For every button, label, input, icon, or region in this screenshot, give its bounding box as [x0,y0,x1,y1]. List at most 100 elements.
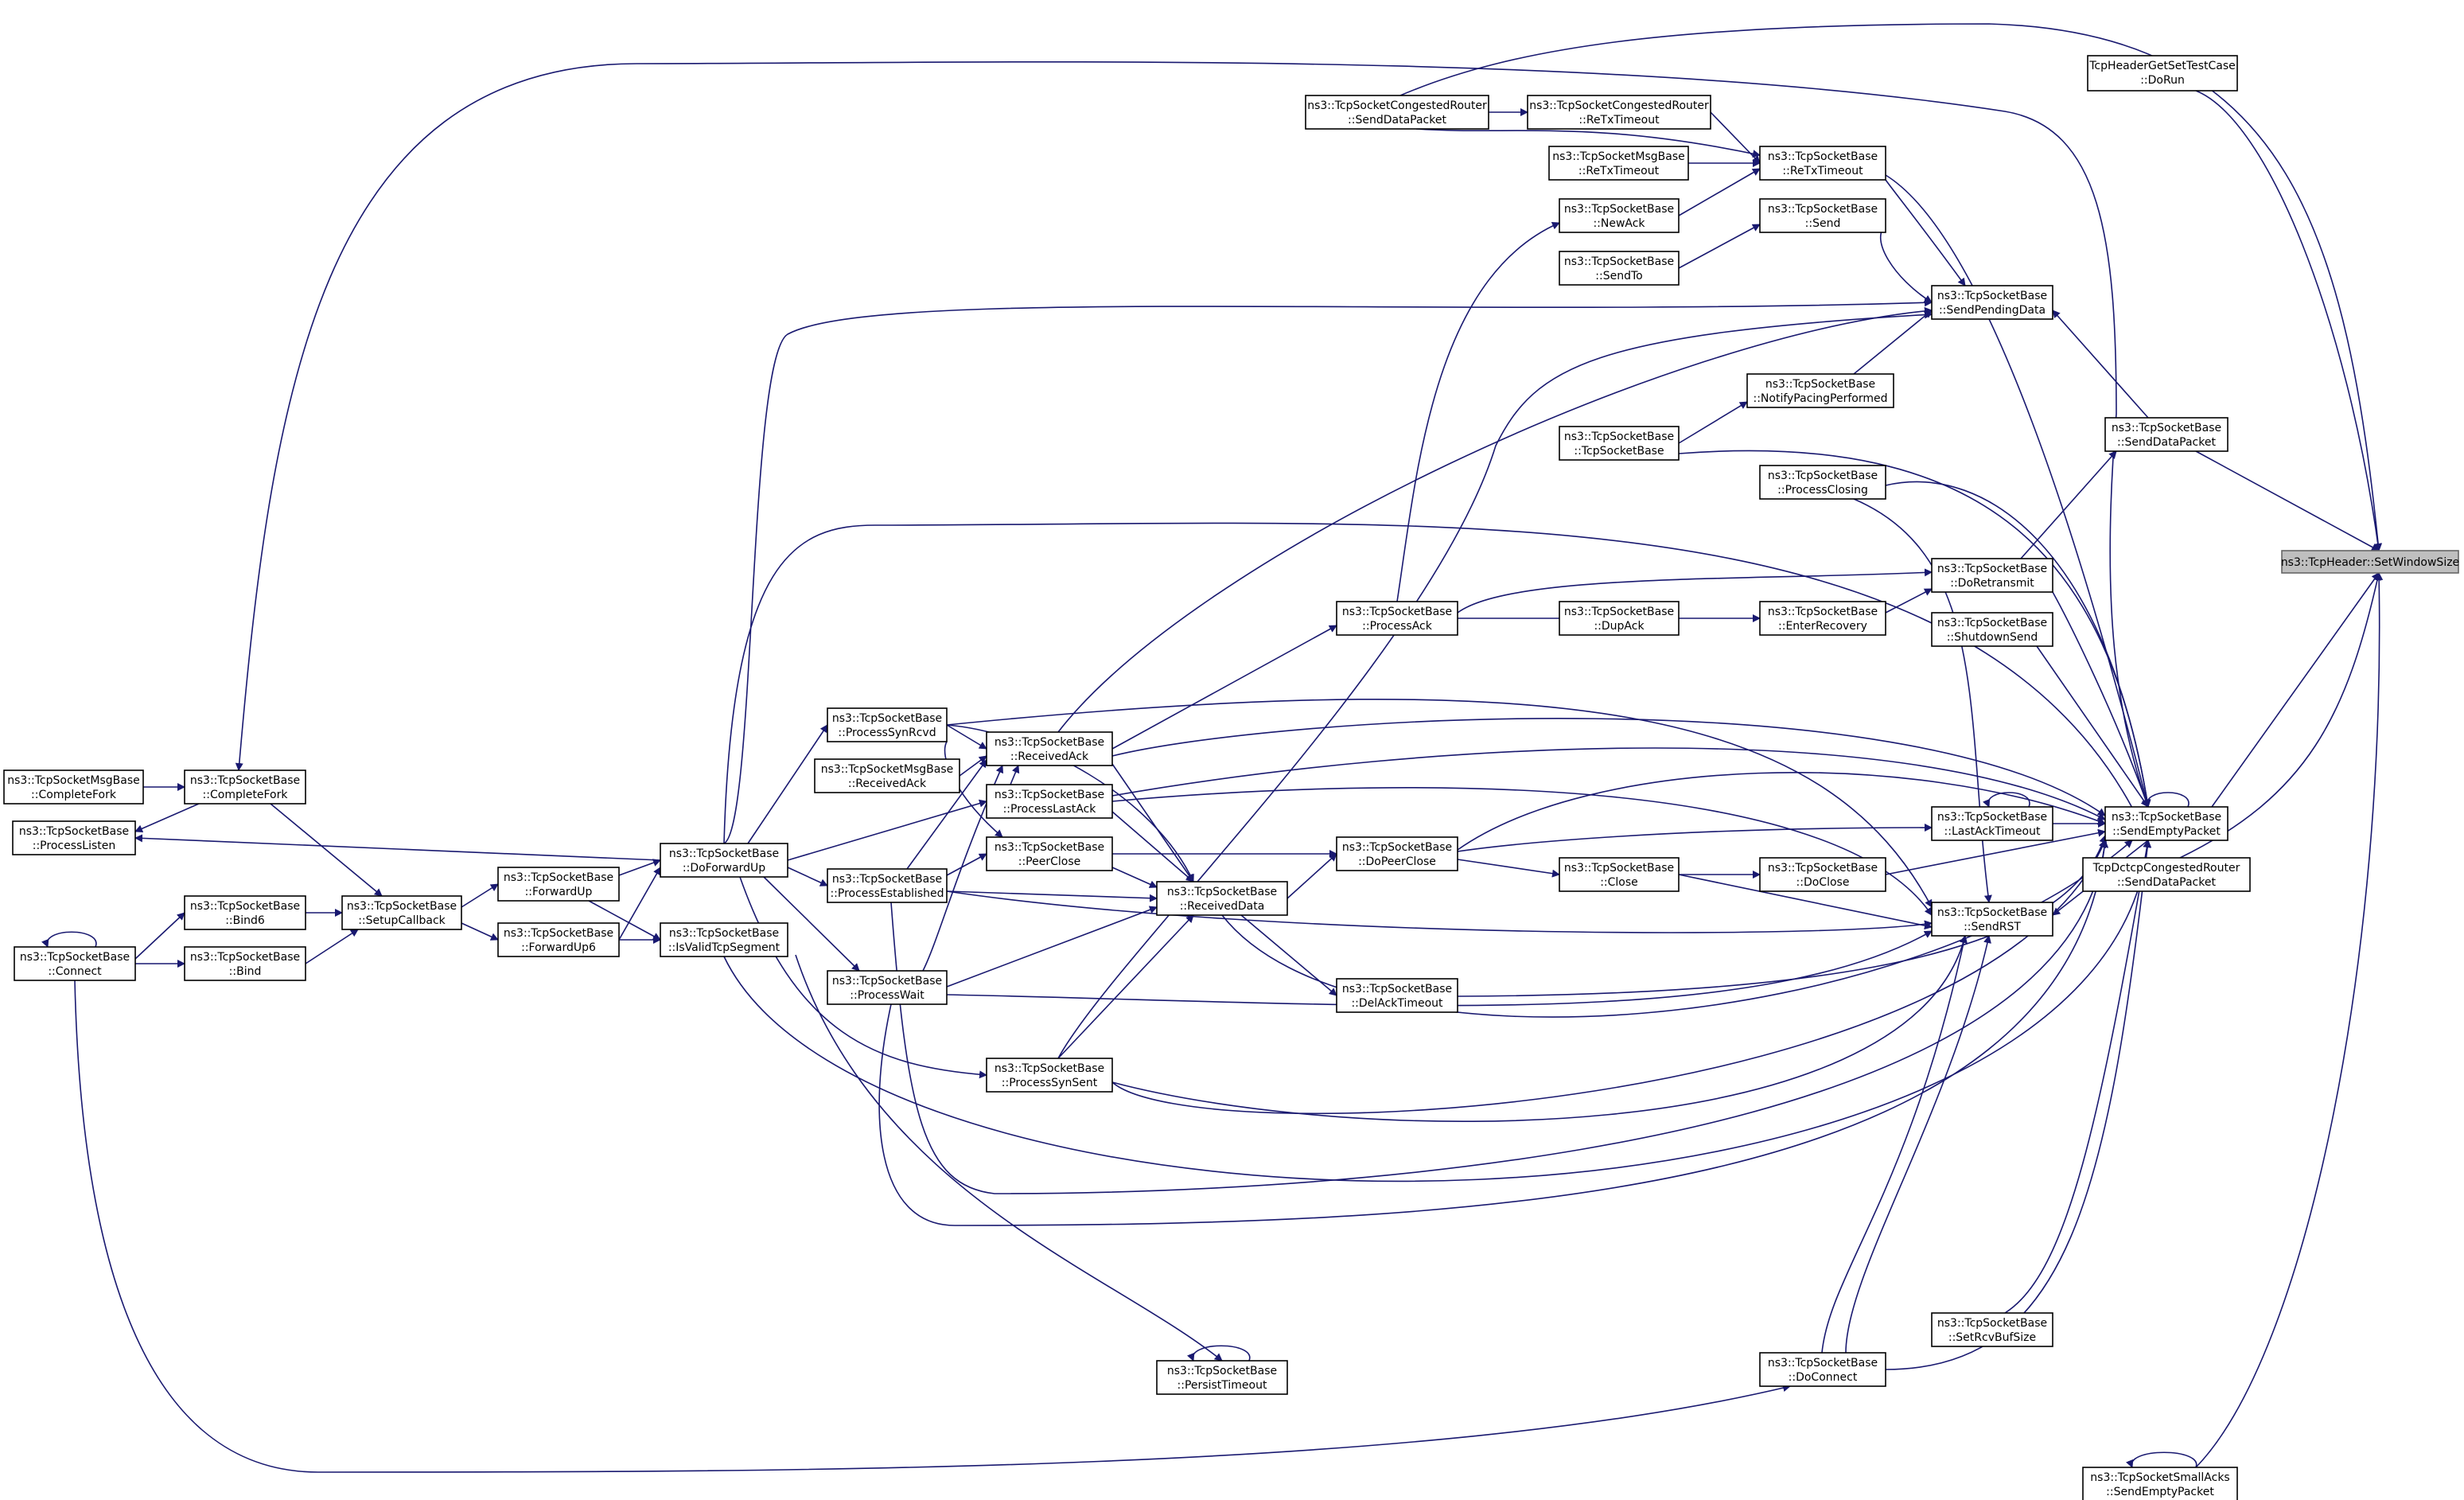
node-label: ::SetupCallback [358,914,446,927]
node-newack[interactable]: ns3::TcpSocketBase::NewAck [1559,198,1680,233]
node-label: ns3::TcpSocketCongestedRouter [1529,99,1709,112]
edge-newack-to-procack [1396,222,1560,602]
node-label: ::SendDataPacket [2117,436,2216,449]
node-setupcb[interactable]: ns3::TcpSocketBase::SetupCallback [341,895,462,930]
node-label: ::ReceivedAck [1010,750,1089,763]
edge-sendpend-to-retx [1885,179,1966,286]
node-label: ns3::TcpSocketBase [1768,606,1878,618]
edge-sendpend-to-notify [1853,310,1933,375]
node-label: ::SendDataPacket [2117,876,2216,889]
node-fwd6[interactable]: ns3::TcpSocketBase::ForwardUp6 [497,922,620,957]
node-congSend[interactable]: ns3::TcpSocketCongestedRouter::SendDataP… [1305,95,1489,130]
edge-listen-to-fork [134,803,200,832]
node-label: TcpDctcpCongestedRouter [2092,862,2240,875]
node-box [2104,806,2228,841]
edge-recvdata-to-synsent [1057,914,1194,1059]
node-senddata[interactable]: ns3::TcpSocketBase::SendDataPacket [2104,417,2228,452]
node-dctcp[interactable]: TcpDctcpCongestedRouter::SendDataPacket [2082,857,2251,892]
node-established[interactable]: ns3::TcpSocketBase::ProcessEstablished [827,868,948,903]
edge-sendempty-to-doretx [2052,591,2150,808]
node-listen[interactable]: ns3::TcpSocketBase::ProcessListen [12,820,136,855]
node-label: ::NewAck [1593,217,1645,230]
node-ctor[interactable]: ns3::TcpSocketBase::TcpSocketBase [1559,426,1680,461]
node-lastack[interactable]: ns3::TcpSocketBase::ProcessLastAck [986,784,1113,819]
node-label: ns3::TcpSocketBase [504,927,613,940]
node-sendto[interactable]: ns3::TcpSocketBase::SendTo [1559,251,1680,286]
edge-sendrst-to-connect [74,980,1791,1473]
node-lastacktimeout[interactable]: ns3::TcpSocketBase::LastAckTimeout [1931,806,2053,841]
node-msgRetx[interactable]: ns3::TcpSocketMsgBase::ReTxTimeout [1548,146,1689,181]
node-box [986,836,1113,871]
node-box [1336,601,1458,636]
node-root[interactable]: ns3::TcpHeader::SetWindowSize [2281,550,2459,574]
node-label: ns3::TcpSocketBase [1937,617,2047,629]
node-procack[interactable]: ns3::TcpSocketBase::ProcessAck [1336,601,1458,636]
node-recvack[interactable]: ns3::TcpSocketBase::ReceivedAck [986,731,1113,766]
node-close[interactable]: ns3::TcpSocketBase::Close [1559,857,1680,892]
node-box [660,922,788,957]
edge-sendpend-to-synsent [1057,310,1933,1059]
node-synsent[interactable]: ns3::TcpSocketBase::ProcessSynSent [986,1058,1113,1093]
node-doretx[interactable]: ns3::TcpSocketBase::DoRetransmit [1931,558,2053,593]
node-retx[interactable]: ns3::TcpSocketBase::ReTxTimeout [1759,146,1886,181]
node-label: ns3::TcpSocketBase [995,1062,1104,1075]
call-nodes: ns3::TcpHeader::SetWindowSize TcpHeaderGe… [3,55,2459,1500]
node-recvdata[interactable]: ns3::TcpSocketBase::ReceivedData [1156,881,1288,916]
node-label: ns3::TcpSocketBase [1768,203,1878,216]
node-peerclose[interactable]: ns3::TcpSocketBase::PeerClose [986,836,1113,871]
node-label: ns3::TcpSocketMsgBase [1552,150,1684,163]
node-hdrtest[interactable]: TcpHeaderGetSetTestCase::DoRun [2087,55,2238,92]
node-label: ::ProcessEstablished [830,887,944,900]
edge-sendempty-to-retx [1885,174,2151,808]
node-label: ::ProcessAck [1362,620,1433,633]
node-label: ::CompleteFork [31,789,117,801]
edge-sendpend-to-synrcvd [723,298,1933,844]
node-label: ns3::TcpSocketMsgBase [7,774,139,787]
node-msgrecvack[interactable]: ns3::TcpSocketMsgBase::ReceivedAck [814,758,960,793]
node-sendempty[interactable]: ns3::TcpSocketBase::SendEmptyPacket [2104,806,2228,841]
node-send[interactable]: ns3::TcpSocketBase::Send [1759,198,1886,233]
node-shutdown[interactable]: ns3::TcpSocketBase::ShutdownSend [1931,612,2053,647]
node-label: ::ReTxTimeout [1578,114,1660,127]
node-persist[interactable]: ns3::TcpSocketBase::PersistTimeout [1156,1360,1288,1395]
node-box [827,970,948,1005]
node-dupack[interactable]: ns3::TcpSocketBase::DupAck [1559,601,1680,636]
node-label: ::ProcessSynSent [1002,1077,1098,1089]
node-doconnect[interactable]: ns3::TcpSocketBase::DoConnect [1759,1352,1886,1387]
node-synrcvd[interactable]: ns3::TcpSocketBase::ProcessSynRcvd [827,707,948,742]
node-forwardup[interactable]: ns3::TcpSocketBase::DoForwardUp [660,843,788,878]
node-label: ::ProcessLastAck [1003,803,1097,816]
node-label: ns3::TcpSocketBase [1768,1357,1878,1369]
node-notify[interactable]: ns3::TcpSocketBase::NotifyPacingPerforme… [1746,373,1894,408]
node-sendpend[interactable]: ns3::TcpSocketBase::SendPendingData [1931,285,2053,320]
edge-recvack-to-lastack [1010,765,1020,785]
node-congRetx[interactable]: ns3::TcpSocketCongestedRouter::ReTxTimeo… [1527,95,1711,130]
edge-doPeerClose-to-recvdata [1286,853,1337,899]
node-msgfork[interactable]: ns3::TcpSocketMsgBase::CompleteFork [3,769,144,805]
node-rcvbuf[interactable]: ns3::TcpSocketBase::SetRcvBufSize [1931,1312,2053,1347]
edge-sendempty-to-doconnect [1885,840,2151,1370]
node-isvalid[interactable]: ns3::TcpSocketBase::IsValidTcpSegment [660,922,788,957]
node-doPeerClose[interactable]: ns3::TcpSocketBase::DoPeerClose [1336,836,1458,871]
node-fwd[interactable]: ns3::TcpSocketBase::ForwardUp [497,867,620,902]
node-label: ::DoRun [2140,74,2185,87]
node-sendrst[interactable]: ns3::TcpSocketBase::SendRST [1931,902,2053,937]
node-smallacks[interactable]: ns3::TcpSocketSmallAcks::SendEmptyPacket [2082,1467,2238,1500]
node-box [1559,198,1680,233]
node-doclose[interactable]: ns3::TcpSocketBase::DoClose [1759,857,1886,892]
node-label: ns3::TcpSocketBase [995,789,1104,801]
node-fork[interactable]: ns3::TcpSocketBase::CompleteFork [184,769,306,805]
node-closing[interactable]: ns3::TcpSocketBase::ProcessClosing [1759,465,1886,500]
node-wait[interactable]: ns3::TcpSocketBase::ProcessWait [827,970,948,1005]
node-bind[interactable]: ns3::TcpSocketBase::Bind [184,946,306,981]
edge-lastacktimeout-to-lastacktimeout [1982,792,2030,808]
node-label: ns3::TcpSocketBase [1342,841,1452,854]
node-delack[interactable]: ns3::TcpSocketBase::DelAckTimeout [1336,978,1458,1013]
edge-sendrst-to-wait [946,930,1933,1007]
node-connect[interactable]: ns3::TcpSocketBase::Connect [14,946,136,981]
node-label: ::ForwardUp6 [521,941,596,954]
node-enterrec[interactable]: ns3::TcpSocketBase::EnterRecovery [1759,601,1886,636]
node-label: ::DoRetransmit [1950,577,2034,590]
node-bind6[interactable]: ns3::TcpSocketBase::Bind6 [184,895,306,930]
